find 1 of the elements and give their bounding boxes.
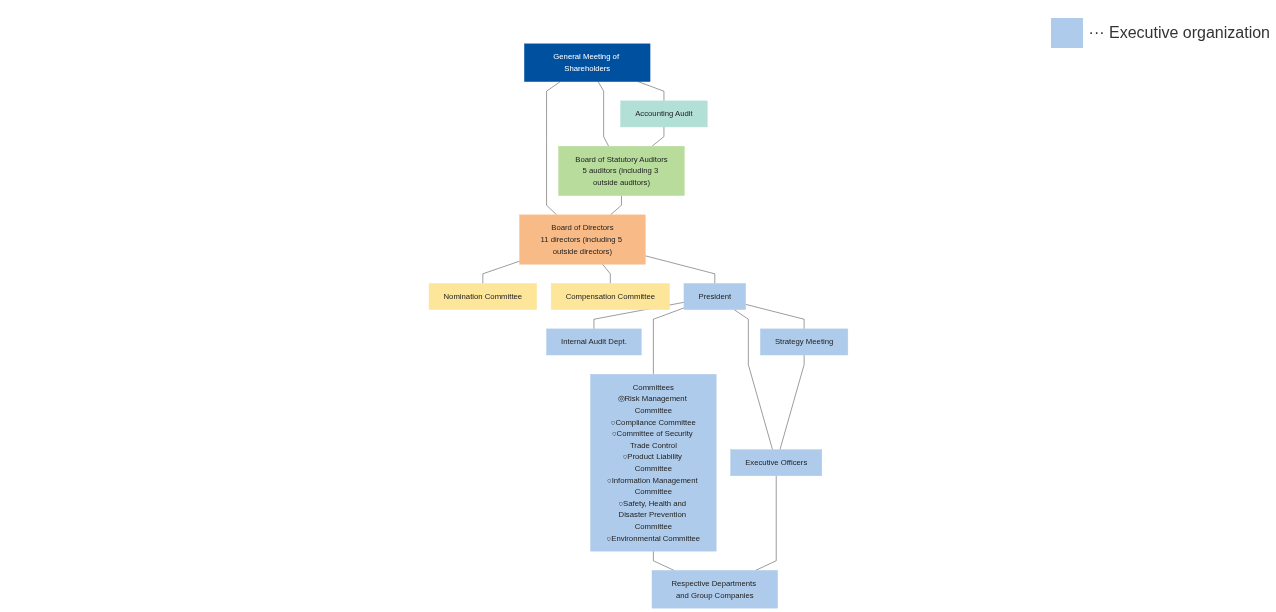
legend-text: ··· Executive organization (1088, 24, 1270, 42)
